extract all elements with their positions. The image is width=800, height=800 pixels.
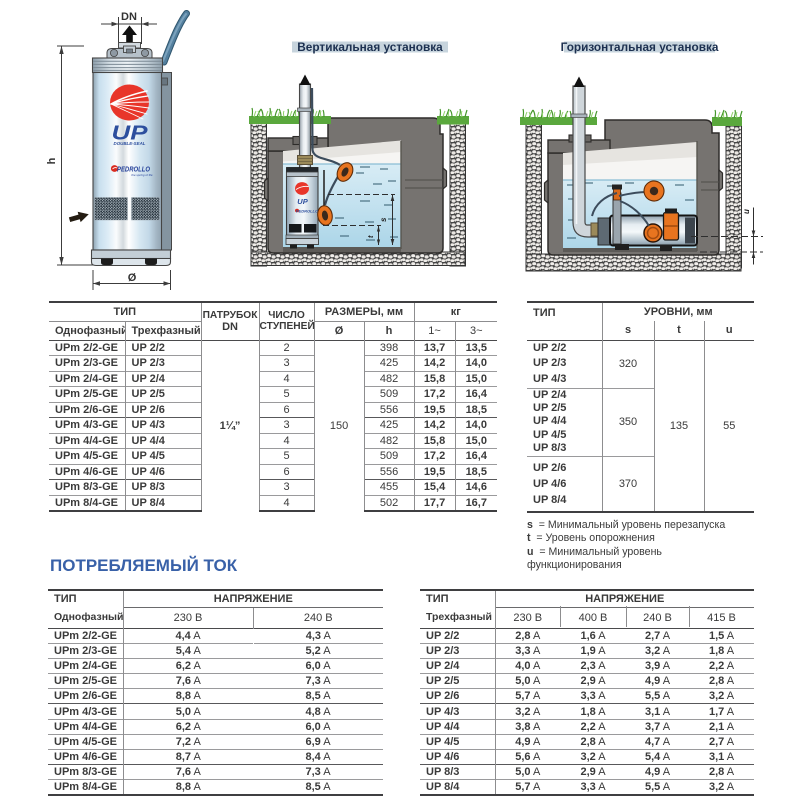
svg-text:Горизонтальная установка: Горизонтальная установка xyxy=(561,40,719,54)
svg-text:PEDROLLO: PEDROLLO xyxy=(296,209,319,214)
svg-text:PEDROLLO: PEDROLLO xyxy=(117,167,150,174)
svg-text:t: t xyxy=(366,235,375,238)
svg-text:Ø: Ø xyxy=(128,272,137,284)
svg-text:UP: UP xyxy=(112,123,149,145)
svg-text:h: h xyxy=(46,157,58,164)
svg-text:s: s xyxy=(379,217,388,222)
svg-text:DN: DN xyxy=(121,11,137,23)
svg-text:DOUBLE-SEAL: DOUBLE-SEAL xyxy=(114,141,146,146)
svg-text:the spring of life: the spring of life xyxy=(131,173,153,177)
svg-text:Вертикальная установка: Вертикальная установка xyxy=(297,40,443,54)
svg-text:UP: UP xyxy=(297,197,308,206)
svg-text:u: u xyxy=(742,209,751,214)
